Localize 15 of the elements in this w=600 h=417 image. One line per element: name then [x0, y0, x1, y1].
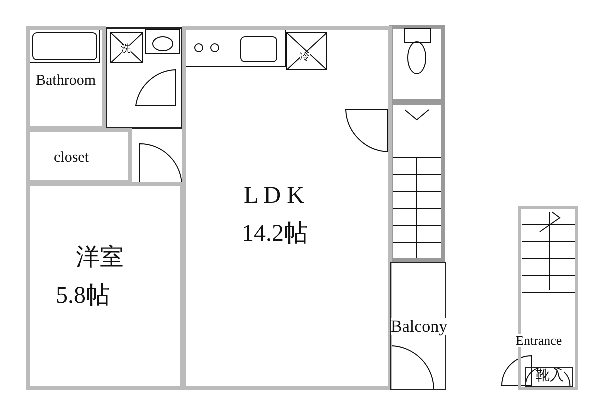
room-area	[182, 26, 392, 390]
room-label: 14.2帖	[242, 222, 308, 246]
room-label: Entrance	[516, 334, 562, 347]
room-label: 靴入	[536, 370, 564, 384]
room-area	[26, 182, 184, 390]
room-area	[26, 128, 132, 184]
fixture-mark: 洗	[121, 45, 131, 55]
room-area	[26, 26, 106, 130]
fixture-mark: 冷	[300, 53, 310, 63]
room-area	[390, 262, 446, 390]
room-label: Balcony	[391, 318, 448, 335]
room-area	[525, 367, 573, 387]
room-label: 洋室	[76, 246, 124, 270]
room-label: 5.8帖	[56, 284, 110, 308]
room-area	[518, 206, 578, 390]
